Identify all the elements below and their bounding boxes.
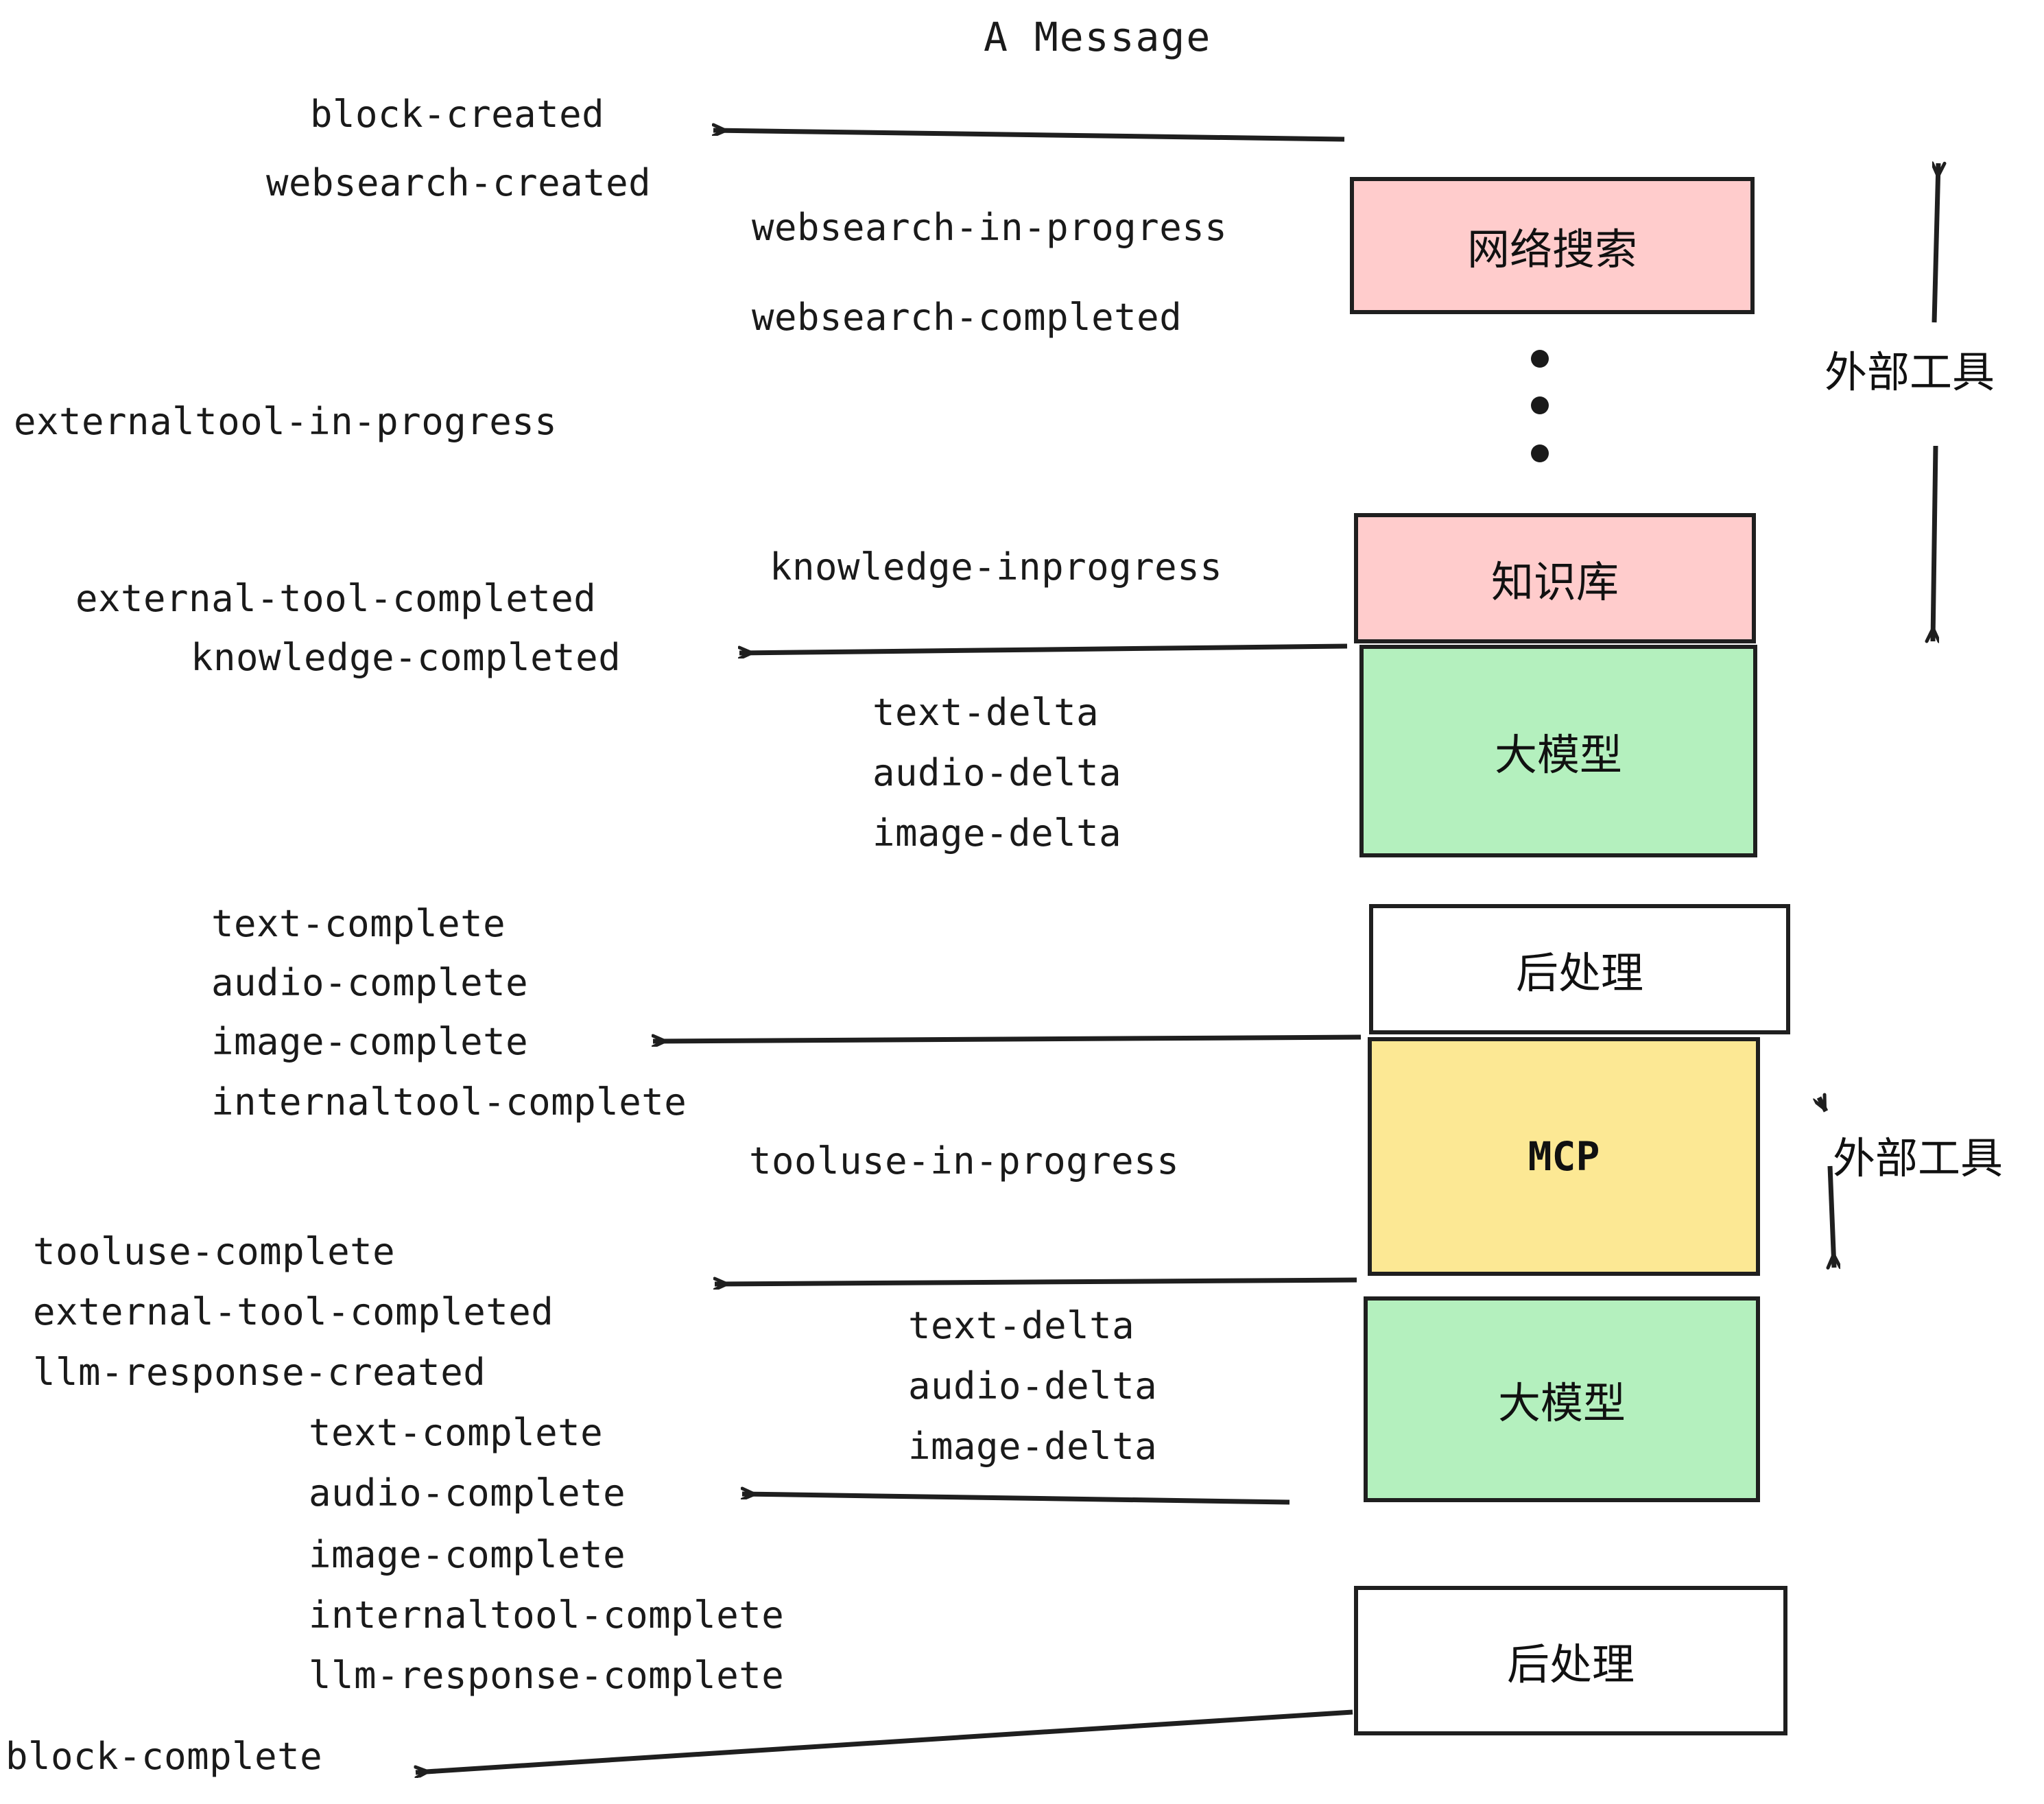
event-label-image-complete-2: image-complete [309, 1533, 626, 1576]
node-label-llm-2: 大模型 [1497, 1378, 1626, 1428]
event-label-audio-delta-1: audio-delta [872, 751, 1122, 794]
ellipsis-dot-1 [1531, 350, 1549, 368]
node-label-mcp: MCP [1528, 1133, 1600, 1180]
arrow-postprocess2-to-block-complete [416, 1709, 1353, 1772]
node-label-postprocess-2: 后处理 [1506, 1639, 1635, 1689]
event-label-text-complete-2: text-complete [309, 1411, 604, 1454]
node-label-websearch: 网络搜索 [1466, 224, 1637, 274]
event-label-tooluse-complete: tooluse-complete [33, 1230, 396, 1273]
group-label-external-tools-bottom: 外部工具 [1833, 1133, 2004, 1183]
event-label-llm-response-complete: llm-response-complete [309, 1654, 785, 1697]
event-label-internaltool-complete-2: internaltool-complete [309, 1593, 785, 1637]
event-label-text-delta-1: text-delta [872, 691, 1100, 734]
arrow-llm1-to-knowledge-completed [739, 643, 1348, 653]
event-label-tooluse-in-progress: tooluse-in-progress [749, 1139, 1180, 1183]
node-knowledge[interactable]: 知识库 [1354, 513, 1756, 643]
ellipsis-dot-3 [1531, 444, 1549, 462]
event-label-external-tool-completed-1: external-tool-completed [75, 577, 597, 620]
event-label-websearch-in-progress: websearch-in-progress [752, 206, 1228, 249]
event-label-text-complete-1: text-complete [211, 902, 506, 945]
node-llm-2[interactable]: 大模型 [1364, 1296, 1760, 1502]
event-label-websearch-completed: websearch-completed [752, 296, 1183, 339]
group-label-external-tools-top: 外部工具 [1825, 347, 1995, 397]
event-label-externaltool-in-progress: externaltool-in-progress [14, 400, 558, 443]
event-label-internaltool-complete-1: internaltool-complete [211, 1080, 687, 1124]
event-label-image-delta-2: image-delta [908, 1425, 1158, 1468]
page-title: A Message [984, 14, 1212, 60]
event-label-knowledge-completed: knowledge-completed [191, 636, 621, 679]
arrow-websearch-to-block-created [713, 130, 1345, 142]
arrow-external-tools-bottom-up [1819, 1097, 1829, 1113]
event-label-image-delta-1: image-delta [872, 811, 1122, 855]
event-label-external-tool-completed-2: external-tool-completed [33, 1290, 554, 1333]
event-label-audio-delta-2: audio-delta [908, 1364, 1158, 1408]
node-mcp[interactable]: MCP [1368, 1037, 1760, 1276]
event-label-block-created: block-created [310, 93, 605, 136]
node-postprocess-1[interactable]: 后处理 [1369, 904, 1790, 1034]
event-label-llm-response-created: llm-response-created [33, 1351, 486, 1394]
node-label-postprocess-1: 后处理 [1515, 948, 1643, 998]
arrow-postprocess1-to-image-complete [653, 1037, 1362, 1041]
node-label-knowledge: 知识库 [1490, 557, 1619, 607]
node-websearch[interactable]: 网络搜索 [1350, 177, 1755, 314]
arrow-llm2-to-audio-complete [742, 1494, 1290, 1505]
ellipsis-dot-2 [1531, 396, 1549, 414]
node-postprocess-2[interactable]: 后处理 [1354, 1586, 1787, 1735]
event-label-audio-complete-2: audio-complete [309, 1471, 626, 1515]
node-llm-1[interactable]: 大模型 [1359, 645, 1757, 857]
event-label-image-complete-1: image-complete [211, 1020, 529, 1063]
event-label-knowledge-inprogress: knowledge-inprogress [770, 545, 1223, 589]
arrow-external-tools-top-down [1933, 445, 1936, 641]
arrow-mcp-to-tooluse-complete [715, 1280, 1357, 1284]
node-label-llm-1: 大模型 [1494, 730, 1622, 780]
event-label-audio-complete-1: audio-complete [211, 961, 529, 1004]
event-label-websearch-created: websearch-created [266, 161, 652, 204]
event-label-block-complete: block-complete [5, 1735, 323, 1778]
event-label-text-delta-2: text-delta [908, 1304, 1135, 1347]
arrow-external-tools-top-up [1934, 163, 1938, 323]
